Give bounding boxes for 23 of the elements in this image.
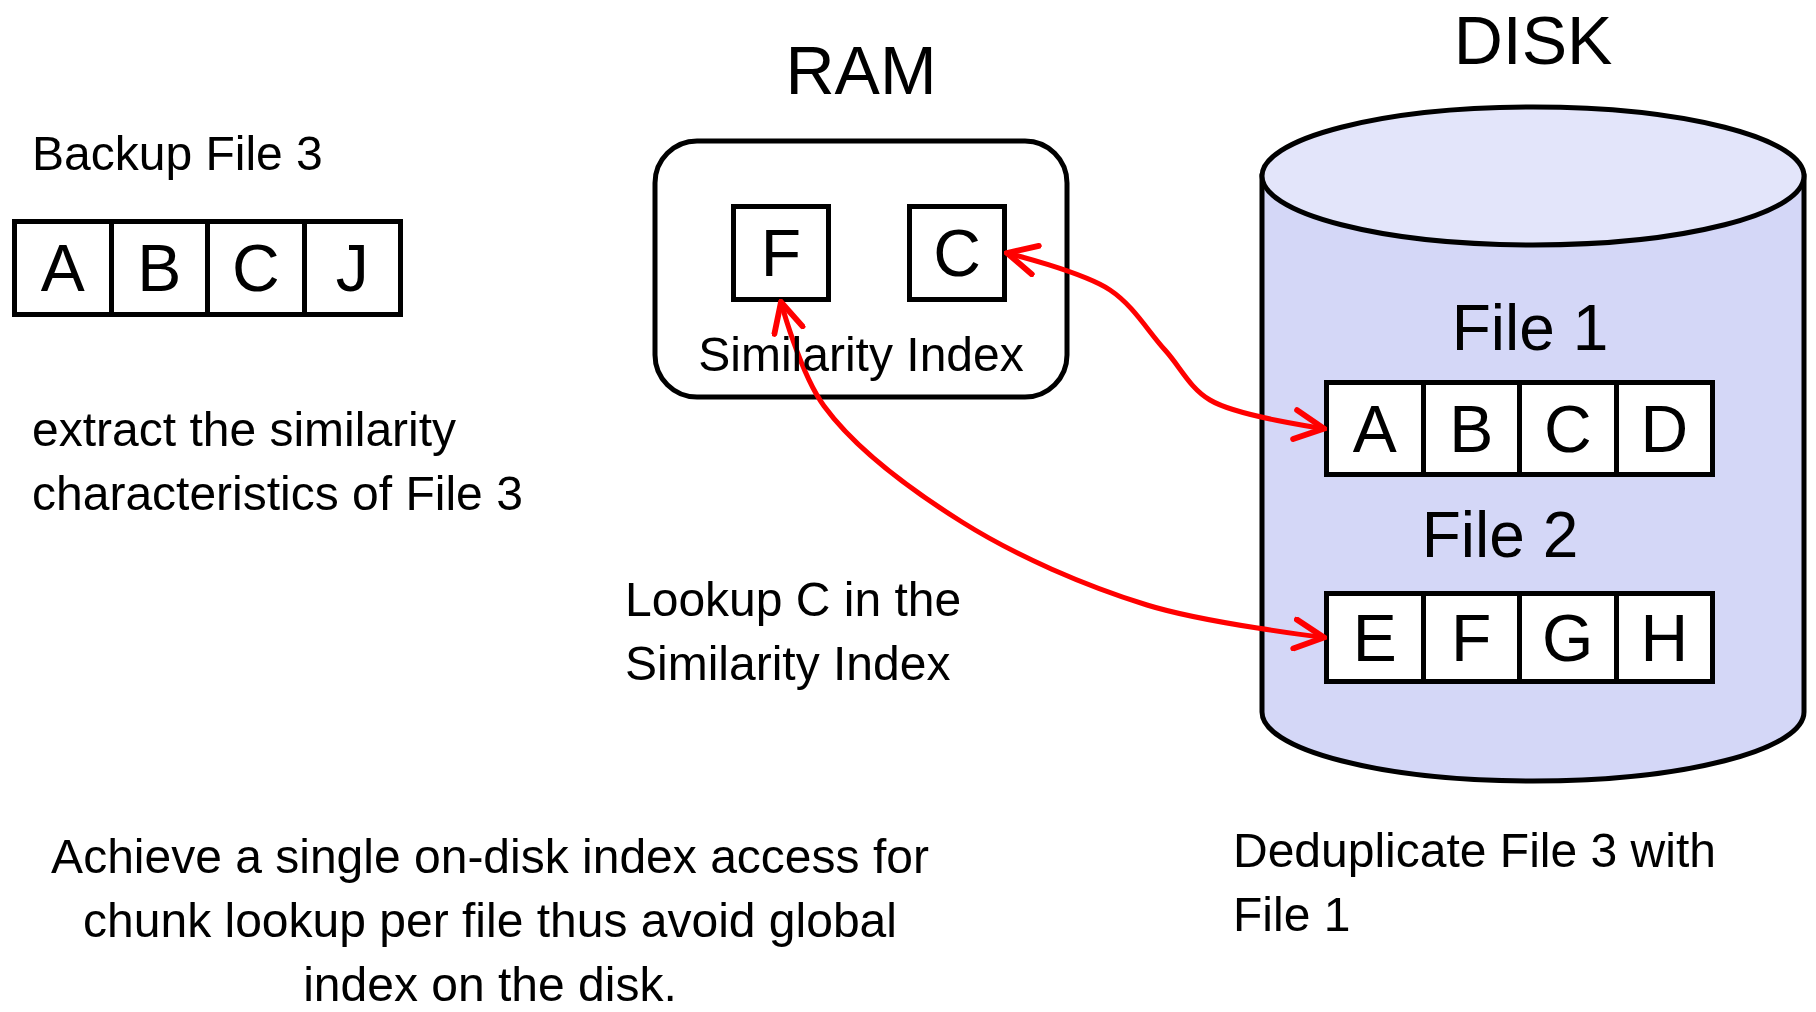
chunk-cell: F (731, 204, 831, 302)
summary-text: Achieve a single on-disk index access for chunk lookup per file thus avoid global index on the disk. (50, 829, 930, 1012)
chunk-cell: C (210, 219, 307, 317)
chunk-cell: A (12, 219, 114, 317)
chunk-cell: G (1522, 591, 1619, 684)
panel-heading: RAM (784, 31, 938, 110)
chunk-cell: B (1425, 380, 1522, 477)
file-title: File 1 (1450, 292, 1610, 364)
chunk-cell: H (1618, 591, 1715, 684)
note-text: Deduplicate File 3 with File 1 (1233, 823, 1717, 943)
chunk-cell: J (306, 219, 403, 317)
chunk-cell: B (113, 219, 210, 317)
chunk-cell: A (1324, 380, 1426, 477)
file-title: Backup File 3 (32, 126, 324, 182)
note-text: extract the similarity characteristics of File 3 (32, 402, 524, 522)
chunk-cell: D (1618, 380, 1715, 477)
chunk-cell: E (1324, 591, 1426, 684)
chunk-cell: F (1425, 591, 1522, 684)
cylinder-heading: DISK (1452, 1, 1614, 80)
file-title: File 2 (1420, 499, 1580, 571)
chunk-cell: C (907, 204, 1007, 302)
note-text: Lookup C in the Similarity Index (625, 572, 963, 692)
chunk-cell: C (1522, 380, 1619, 477)
